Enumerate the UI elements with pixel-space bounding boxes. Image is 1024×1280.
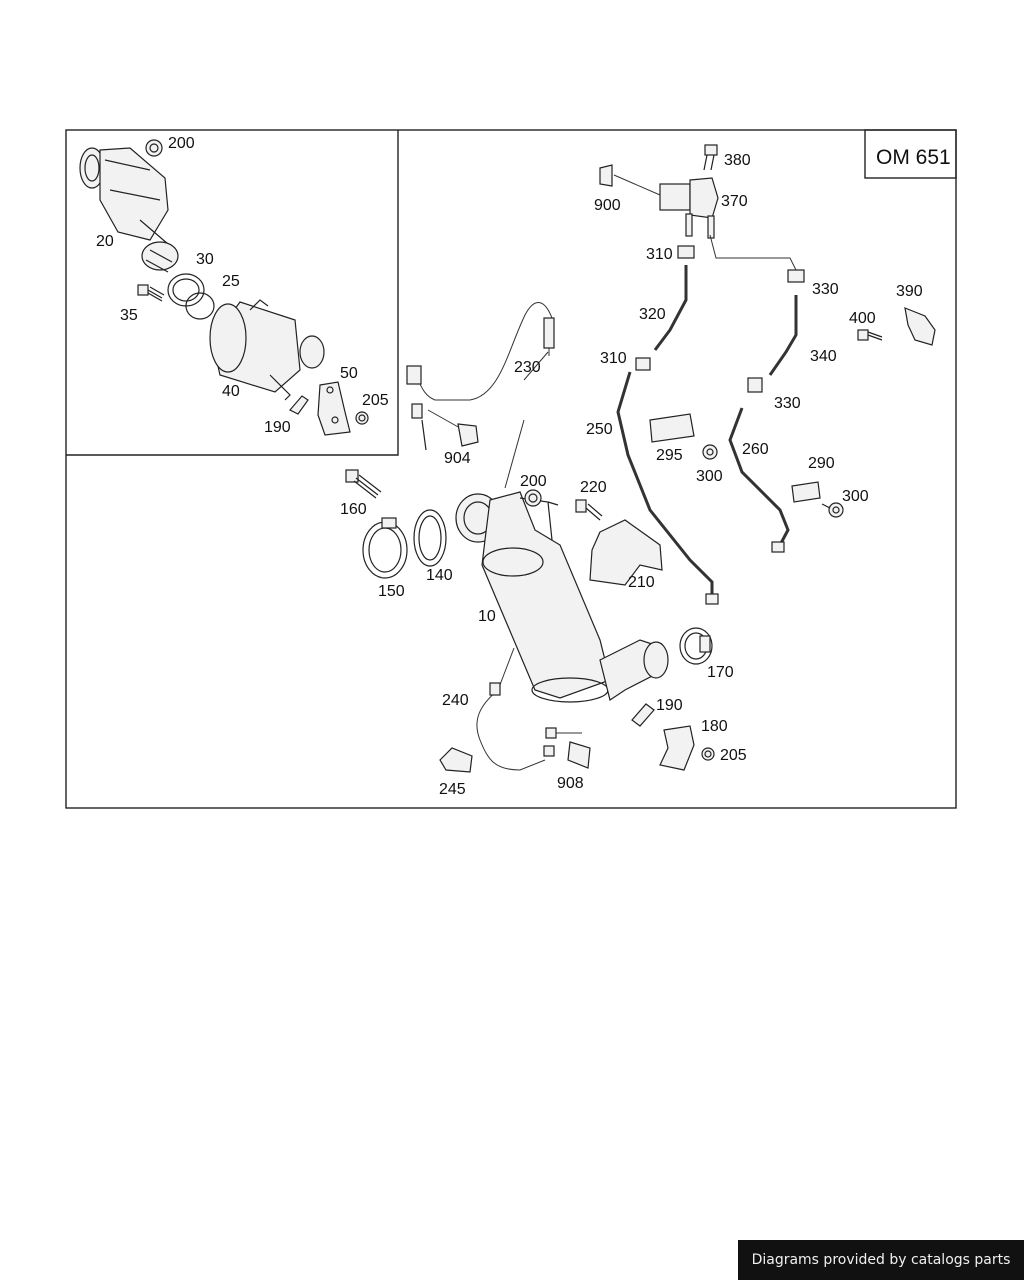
label-25: 25 — [222, 273, 240, 290]
part-330-clamp-b — [747, 377, 763, 393]
part-205-nut-main — [701, 747, 715, 761]
label-320: 320 — [639, 306, 666, 323]
part-160-bolt — [345, 469, 382, 499]
engine-code-box — [864, 129, 957, 179]
part-20-catalytic-converter — [79, 147, 179, 273]
label-180: 180 — [701, 718, 728, 735]
part-908-connector — [543, 727, 591, 769]
part-300-bolt-b — [821, 502, 844, 518]
label-245: 245 — [439, 781, 466, 798]
part-10-dpf-unit — [455, 491, 669, 703]
label-380: 380 — [724, 152, 751, 169]
part-240-temperature-sensor — [476, 647, 546, 771]
label-20: 20 — [96, 233, 114, 250]
part-290-bracket — [791, 481, 821, 503]
leader-lines — [504, 351, 549, 489]
label-290: 290 — [808, 455, 835, 472]
label-205-main: 205 — [720, 747, 747, 764]
part-190-clip — [289, 395, 309, 415]
label-50: 50 — [340, 365, 358, 382]
label-140: 140 — [426, 567, 453, 584]
part-310-clamp-b — [635, 357, 651, 371]
part-245-holder — [439, 747, 473, 773]
part-250-pipe — [616, 371, 719, 605]
label-904: 904 — [444, 450, 471, 467]
label-300: 300 — [696, 468, 723, 485]
label-390: 390 — [896, 283, 923, 300]
part-35-bolt — [137, 284, 165, 302]
label-340: 340 — [810, 348, 837, 365]
label-190: 190 — [264, 419, 291, 436]
part-220-bolt — [575, 499, 603, 521]
part-295-bracket — [649, 413, 695, 443]
inset-frame — [66, 130, 399, 456]
part-904-connector — [411, 403, 479, 451]
label-400: 400 — [849, 310, 876, 327]
part-210-bracket — [589, 519, 663, 586]
label-35: 35 — [120, 307, 138, 324]
label-200: 200 — [168, 135, 195, 152]
label-330-b: 330 — [774, 395, 801, 412]
label-205: 205 — [362, 392, 389, 409]
label-230: 230 — [514, 359, 541, 376]
part-190-clip-main — [631, 703, 655, 727]
diagram-frame — [65, 129, 957, 809]
label-310: 310 — [646, 246, 673, 263]
label-300-b: 300 — [842, 488, 869, 505]
part-900-connector — [599, 164, 661, 196]
part-40-particle-filter — [209, 299, 325, 401]
part-300-bolt — [702, 444, 718, 460]
part-50-bracket — [317, 381, 351, 436]
label-908: 908 — [557, 775, 584, 792]
label-40: 40 — [222, 383, 240, 400]
label-240: 240 — [442, 692, 469, 709]
label-370: 370 — [721, 193, 748, 210]
part-200-nut-main — [524, 489, 542, 507]
part-380-bolt — [703, 144, 718, 171]
part-260-pipe — [728, 407, 790, 553]
part-230-exhaust-sensor — [406, 302, 555, 401]
label-310-b: 310 — [600, 350, 627, 367]
part-140-seal-ring — [413, 509, 447, 567]
part-320-hose — [653, 265, 688, 351]
label-10: 10 — [478, 608, 496, 625]
label-260: 260 — [742, 441, 769, 458]
part-150-clamp — [362, 517, 408, 579]
part-205-nut — [355, 411, 369, 425]
label-30: 30 — [196, 251, 214, 268]
label-220: 220 — [580, 479, 607, 496]
label-295: 295 — [656, 447, 683, 464]
label-160: 160 — [340, 501, 367, 518]
part-30-clamp — [167, 273, 205, 307]
label-900: 900 — [594, 197, 621, 214]
part-180-bracket — [659, 725, 695, 771]
label-190-main: 190 — [656, 697, 683, 714]
label-210: 210 — [628, 574, 655, 591]
credit-banner: Diagrams provided by catalogs parts — [738, 1240, 1024, 1280]
label-150: 150 — [378, 583, 405, 600]
part-340-hose — [768, 295, 798, 376]
part-310-clamp — [677, 245, 695, 259]
part-370-pressure-sensor — [659, 177, 719, 239]
part-390-bracket — [904, 307, 936, 346]
label-170: 170 — [707, 664, 734, 681]
part-labels: 200 20 30 25 35 40 50 205 190 230 904 16… — [96, 135, 923, 798]
part-400-bolt — [857, 329, 883, 341]
engine-code: OM 651 — [876, 146, 951, 169]
part-330-clamp — [709, 234, 805, 283]
label-330: 330 — [812, 281, 839, 298]
label-200-main: 200 — [520, 473, 547, 490]
part-200-nut — [145, 139, 163, 157]
part-25-seal-ring — [185, 292, 215, 320]
part-170-clamp — [679, 627, 713, 665]
label-250: 250 — [586, 421, 613, 438]
